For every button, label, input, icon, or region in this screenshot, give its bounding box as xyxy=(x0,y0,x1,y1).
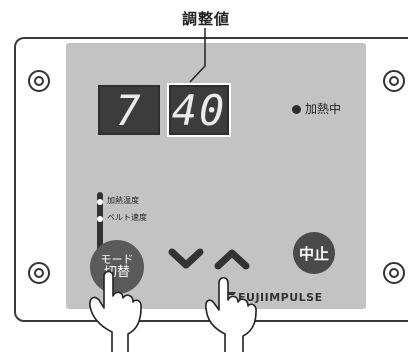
mode-led-heat-temp xyxy=(97,199,103,205)
adjust-value-digits: 40 xyxy=(171,85,227,135)
mode-led-belt-speed xyxy=(97,216,103,222)
mode-button-label-bottom: 切替 xyxy=(103,264,130,280)
mode-option-heat-temp: 加熱温度 xyxy=(107,196,139,205)
callout-label: 調整値 xyxy=(181,10,230,28)
mode-display: 7 xyxy=(98,85,160,135)
brand-logo: FUJIIMPULSE xyxy=(238,291,323,304)
screw-icon xyxy=(28,70,50,92)
screw-icon xyxy=(383,70,405,92)
adjust-value-display: 40 xyxy=(167,83,231,137)
fuji-logo-icon xyxy=(224,292,238,304)
up-button[interactable] xyxy=(214,247,250,271)
chevron-down-icon xyxy=(168,248,204,269)
heating-label: 加熱中 xyxy=(305,102,342,116)
stop-button-label: 中止 xyxy=(298,244,329,263)
heating-indicator-light xyxy=(292,105,301,114)
mode-indicator-bar xyxy=(97,192,103,252)
mode-option-belt-speed: ベルト速度 xyxy=(107,213,147,222)
screw-icon xyxy=(28,262,50,284)
mode-switch-button[interactable]: モード 切替 xyxy=(90,240,144,294)
mode-button-label-top: モード xyxy=(100,252,134,266)
screw-icon xyxy=(383,262,405,284)
down-button[interactable] xyxy=(168,247,204,271)
mode-digit: 7 xyxy=(115,85,143,135)
stop-button[interactable]: 中止 xyxy=(293,232,335,274)
chevron-up-icon xyxy=(214,249,250,270)
